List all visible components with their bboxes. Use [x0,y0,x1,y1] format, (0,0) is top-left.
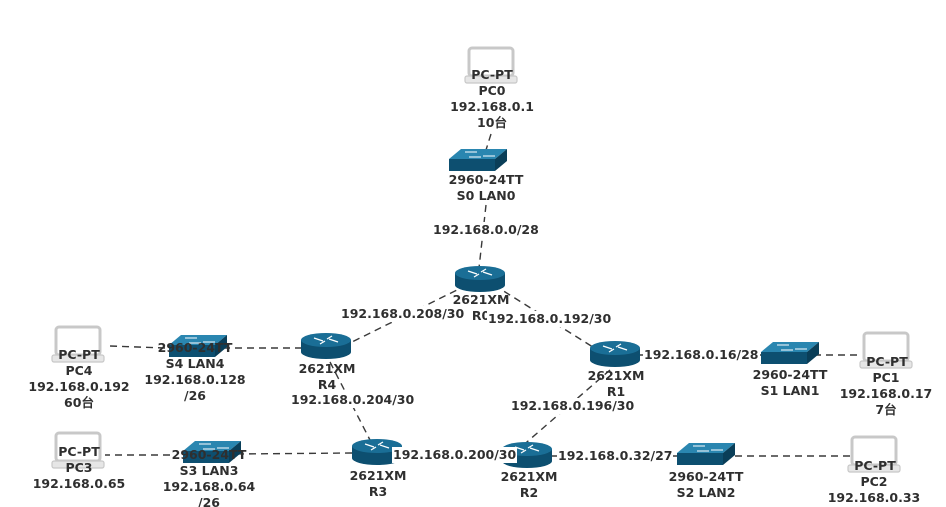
pc3-type-label: PC-PT [58,444,100,459]
s1-model: 2960-24TT [752,367,828,382]
s3-name: S3 LAN3 [179,463,239,478]
r3-name: R3 [368,484,388,499]
pc4-label: PC4 192.168.0.192 60台 [18,363,140,411]
router-r1-icon[interactable] [589,340,641,368]
pc0-name: PC0 [478,83,506,98]
pc1-name: PC1 [872,370,900,385]
s4-model: 2960-24TT [157,340,233,355]
pc1-label: PC1 192.168.0.17 7台 [825,370,946,418]
pc0-label: PC0 192.168.0.1 10台 [431,83,553,131]
s4-name: S4 LAN4 [165,356,225,371]
s1-label: 2960-24TT S1 LAN1 [729,367,851,399]
s0-name: S0 LAN0 [456,188,516,203]
s3-subnet: 192.168.0.64 [162,479,256,494]
switch-s0-icon[interactable] [448,148,508,172]
r4-model: 2621XM [298,361,356,376]
pc2-name: PC2 [860,474,888,489]
pc3-label: PC3 192.168.0.65 [18,460,140,492]
link-pc0-s0 [485,133,492,151]
pc4-name: PC4 [65,363,93,378]
s0-model: 2960-24TT [448,172,524,187]
s4-subnet: 192.168.0.128 [144,372,246,387]
link-s0-r0 [478,204,487,269]
pc1-type-label: PC-PT [866,354,908,369]
s2-model: 2960-24TT [668,469,744,484]
r3-label: 2621XM R3 [327,468,429,500]
link-label-r4-r3: 192.168.0.204/30 [290,392,416,408]
pc4-count: 60台 [64,395,94,410]
s3-label: 2960-24TT S3 LAN3 192.168.0.64 /26 [148,447,270,507]
s0-label: 2960-24TT S0 LAN0 [425,172,547,204]
router-r0-icon[interactable] [454,265,506,293]
pc2-ip: 192.168.0.33 [827,490,921,505]
pc1-ip: 192.168.0.17 [839,386,933,401]
pc3-name: PC3 [65,460,93,475]
switch-s1-icon[interactable] [760,341,820,365]
pc0-type-label: PC-PT [471,67,513,82]
r2-label: 2621XM R2 [478,469,580,501]
r0-name: R0 [471,308,491,323]
r1-label: 2621XM R1 [565,368,667,400]
link-r4-r3 [329,361,371,441]
link-label-r3-r2: 192.168.0.200/30 [392,447,518,463]
link-label-s0-r0: 192.168.0.0/28 [432,222,540,238]
s1-name: S1 LAN1 [760,383,820,398]
r1-name: R1 [606,384,626,399]
s3-mask: /26 [198,495,220,507]
s4-mask: /26 [184,388,206,403]
s2-name: S2 LAN2 [676,485,736,500]
s3-model: 2960-24TT [171,447,247,462]
pc4-type-label: PC-PT [58,347,100,362]
pc0-count: 10台 [477,115,507,130]
r0-model: 2621XM [452,292,510,307]
pc2-type-label: PC-PT [854,458,896,473]
s2-label: 2960-24TT S2 LAN2 [645,469,767,501]
switch-s2-icon[interactable] [676,442,736,466]
pc4-ip: 192.168.0.192 [28,379,130,394]
link-r3-s3 [234,452,353,455]
pc1-count: 7台 [875,402,897,417]
pc3-ip: 192.168.0.65 [32,476,126,491]
pc2-label: PC2 192.168.0.33 [813,474,935,506]
r3-model: 2621XM [349,468,407,483]
pc0-ip: 192.168.0.1 [450,99,534,114]
link-r0-r4 [345,284,468,346]
s4-label: 2960-24TT S4 LAN4 192.168.0.128 /26 [134,340,256,404]
r4-name: R4 [317,377,337,392]
r0-label: 2621XM R0 [430,292,532,324]
link-label-r1-s1: 192.168.0.16/28 [643,347,760,363]
link-label-r0-r1: 192.168.0.192/30 [487,311,613,327]
r1-model: 2621XM [587,368,645,383]
router-r4-icon[interactable] [300,332,352,360]
link-s4-pc4 [109,345,166,349]
link-label-r0-r4: 192.168.0.208/30 [340,306,466,322]
r2-name: R2 [519,485,539,500]
r4-label: 2621XM R4 [276,361,378,393]
link-r1-r2 [519,369,611,449]
r2-model: 2621XM [500,469,558,484]
link-label-r2-s2: 192.168.0.32/27 [557,448,674,464]
link-label-r1-r2: 192.168.0.196/30 [510,398,636,414]
